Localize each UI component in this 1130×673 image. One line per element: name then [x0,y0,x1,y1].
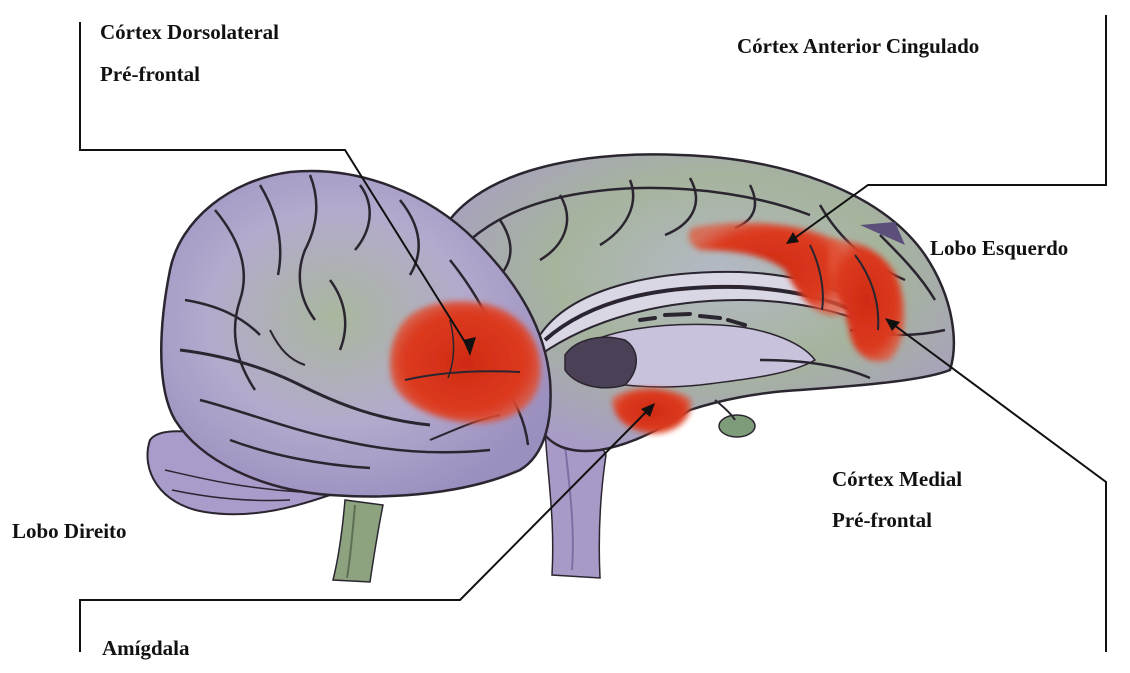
label-left-lobe: Lobo Esquerdo [930,238,1068,259]
label-right-lobe: Lobo Direito [12,521,127,542]
brainstem-left [333,500,383,582]
label-dlpfc-line1: Córtex Dorsolateral [100,22,279,43]
label-anterior-cingulate: Córtex Anterior Cingulado [737,36,979,57]
label-amygdala: Amígdala [102,638,190,659]
label-dlpfc-line2: Pré-frontal [100,64,200,85]
label-mpfc-line2: Pré-frontal [832,510,932,531]
label-mpfc-line1: Córtex Medial [832,469,962,490]
